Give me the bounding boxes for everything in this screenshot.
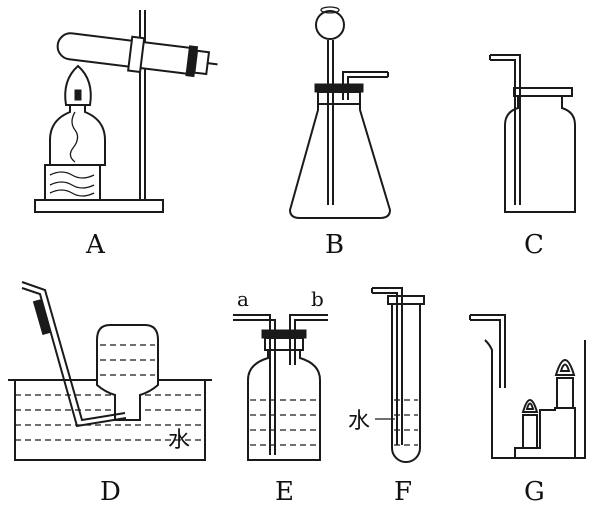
apparatus-g: G xyxy=(469,314,586,507)
stand-base xyxy=(34,199,164,213)
funnel-bulb xyxy=(315,10,345,40)
apparatus-a: A xyxy=(34,10,218,260)
apparatus-c: C xyxy=(489,54,576,260)
f-test-tube xyxy=(391,300,421,463)
apparatus-b: B xyxy=(288,6,392,260)
label-e: E xyxy=(275,477,294,507)
candle-high xyxy=(556,377,574,409)
gas-bottle xyxy=(504,91,576,213)
label-b: B xyxy=(325,230,344,260)
port-a: a xyxy=(237,287,249,311)
label-f-water: 水 xyxy=(348,409,370,434)
test-tube xyxy=(56,32,218,78)
apparatus-d: 水 D xyxy=(8,281,212,507)
label-f: F xyxy=(394,477,412,507)
label-d-water: 水 xyxy=(168,428,190,453)
label-d: D xyxy=(100,477,121,507)
port-b: b xyxy=(311,287,324,311)
wood-block xyxy=(44,164,101,201)
label-a: A xyxy=(85,230,106,260)
flame xyxy=(64,64,92,106)
conical-flask xyxy=(288,89,392,219)
label-c: C xyxy=(524,230,544,260)
inverted-bottle xyxy=(96,324,159,421)
candle-low xyxy=(522,414,538,449)
apparatus-e: a b E xyxy=(233,287,328,507)
label-g: G xyxy=(524,477,545,507)
apparatus-f: 水 F xyxy=(348,287,425,507)
wash-bottle xyxy=(247,347,321,461)
